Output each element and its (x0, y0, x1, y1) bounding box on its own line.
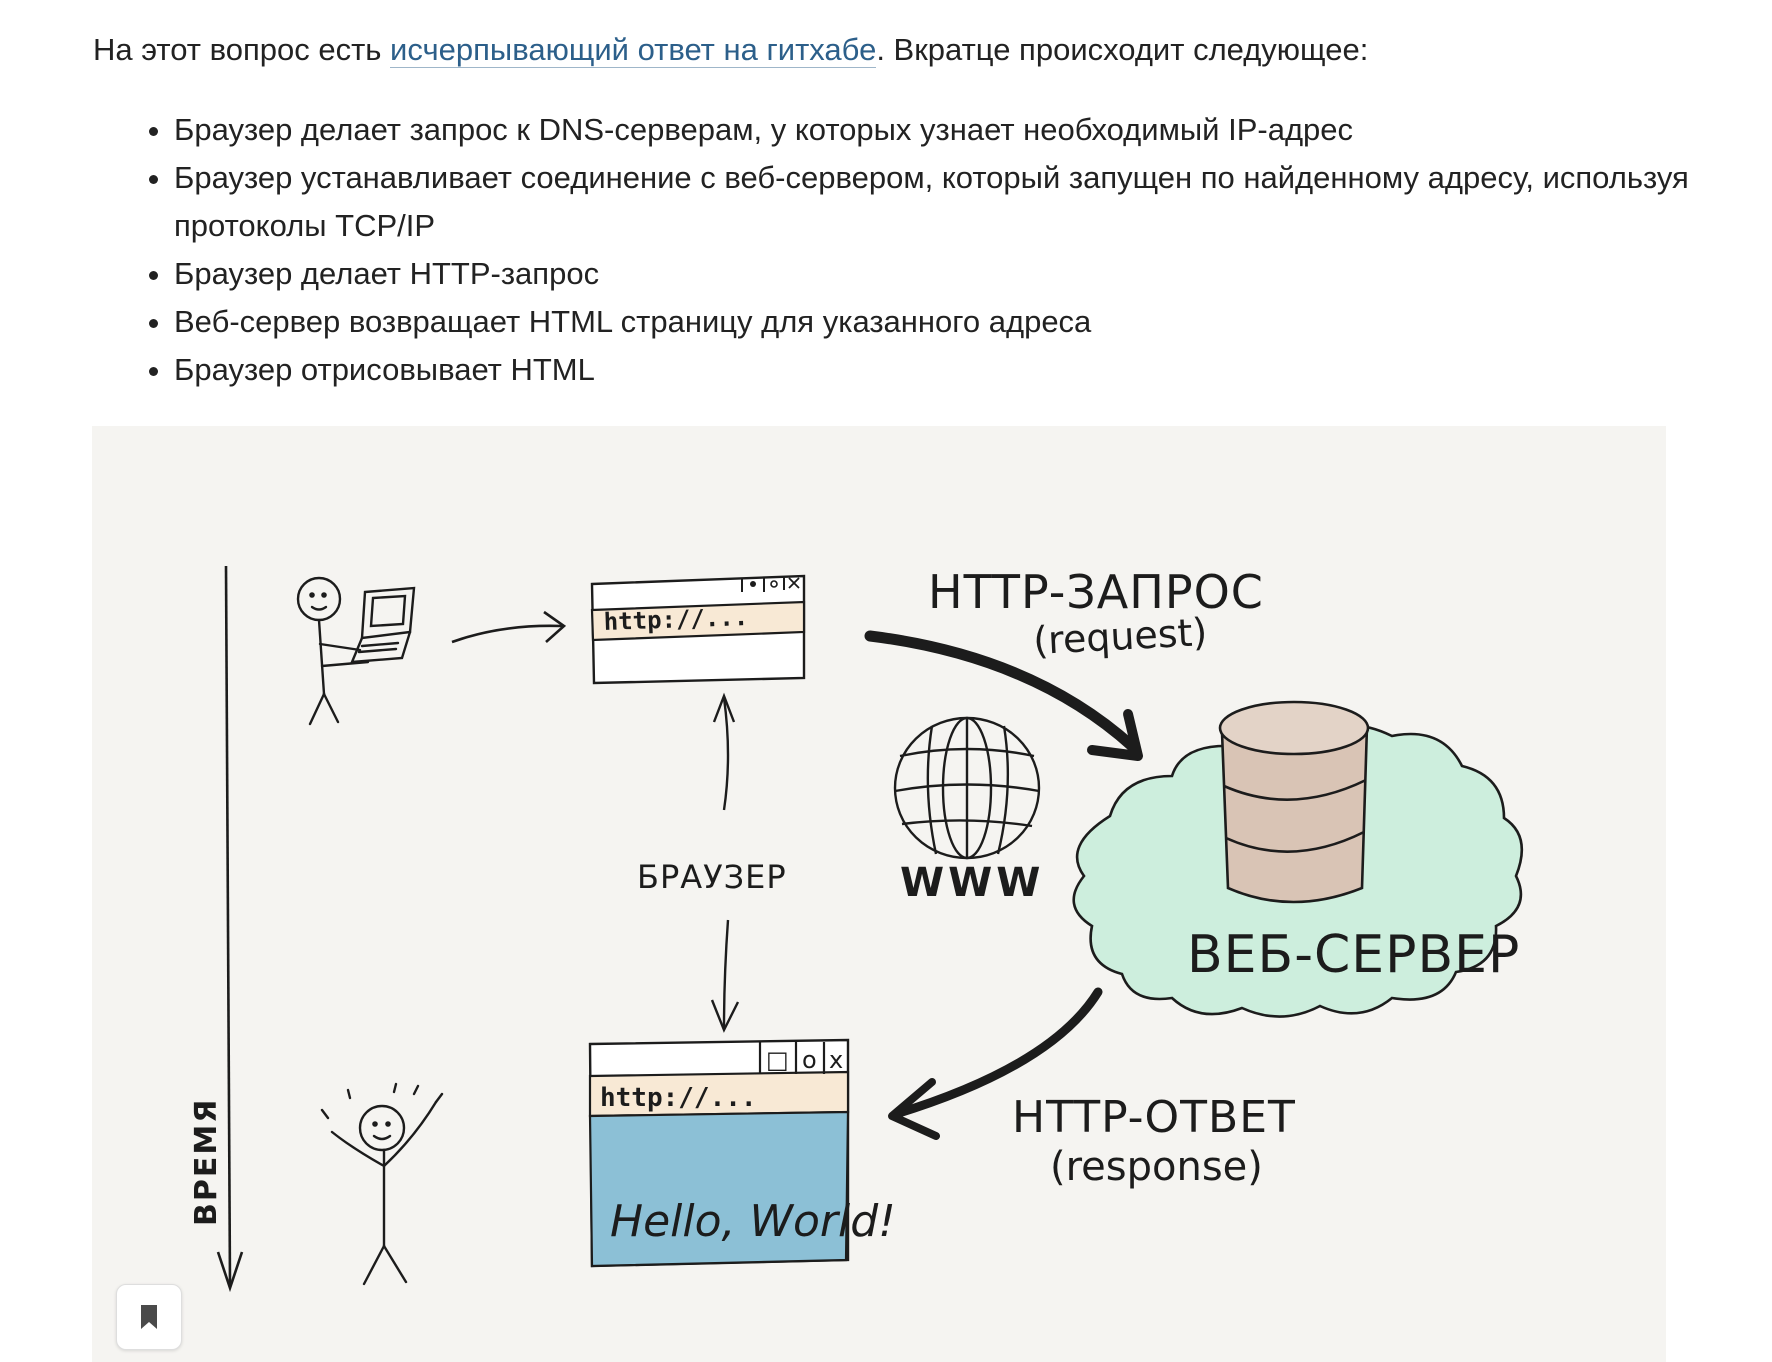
steps-list: Браузер делает запрос к DNS-серверам, у … (100, 106, 1734, 394)
arrow-up-to-browser (712, 692, 736, 811)
url-text-top: http://... (603, 603, 748, 636)
http-response-label: HTTP-ОТВЕТ (1012, 1092, 1296, 1143)
url-text-bottom: http://... (600, 1083, 757, 1113)
http-response-arrow (888, 987, 1103, 1140)
window-minimize-glyph: □ (766, 1046, 789, 1074)
user-with-laptop-icon (296, 576, 416, 726)
http-request-label: HTTP-ЗАПРОС (928, 565, 1264, 619)
window-close-glyph: x (829, 1046, 843, 1074)
http-request-arrow (864, 630, 1143, 761)
list-item: Браузер делает HTTP-запрос (174, 250, 1734, 298)
browser-label: БРАУЗЕР (637, 858, 787, 896)
server-database-icon (1218, 700, 1370, 904)
list-item: Веб-сервер возвращает HTML страницу для … (174, 298, 1734, 346)
bookmark-icon (141, 1305, 157, 1329)
bookmark-button[interactable] (116, 1284, 182, 1350)
http-request-sublabel: (request) (1032, 610, 1208, 663)
list-item: Браузер устанавливает соединение с веб-с… (174, 154, 1734, 250)
http-diagram-figure: ВРЕМЯ (92, 426, 1666, 1362)
intro-text-before: На этот вопрос есть (93, 32, 391, 67)
http-diagram: ВРЕМЯ (189, 565, 1524, 1293)
intro-text-after: . Вкратце происходит следующее: (876, 32, 1369, 67)
arrow-down-to-browser (710, 919, 740, 1033)
web-server-label: ВЕБ-СЕРВЕР (1187, 925, 1520, 985)
browser-window-bottom: □ o x http://... Hello, World! (588, 1038, 896, 1268)
window-maximize-glyph: o (802, 1046, 817, 1074)
page-content-text: Hello, World! (610, 1196, 896, 1247)
time-axis: ВРЕМЯ (189, 565, 244, 1293)
list-item: Браузер делает запрос к DNS-серверам, у … (174, 106, 1734, 154)
list-item: Браузер отрисовывает HTML (174, 346, 1734, 394)
arrow-to-browser (451, 610, 567, 644)
globe-icon (893, 716, 1041, 860)
browser-window-top: http://... (590, 574, 806, 685)
www-label: WWW (900, 860, 1044, 906)
intro-paragraph: На этот вопрос есть исчерпывающий ответ … (93, 26, 1368, 74)
happy-user-icon (320, 1082, 444, 1286)
http-response-sublabel: (response) (1050, 1144, 1263, 1190)
github-answer-link[interactable]: исчерпывающий ответ на гитхабе (390, 32, 877, 68)
time-axis-label: ВРЕМЯ (189, 1098, 224, 1226)
